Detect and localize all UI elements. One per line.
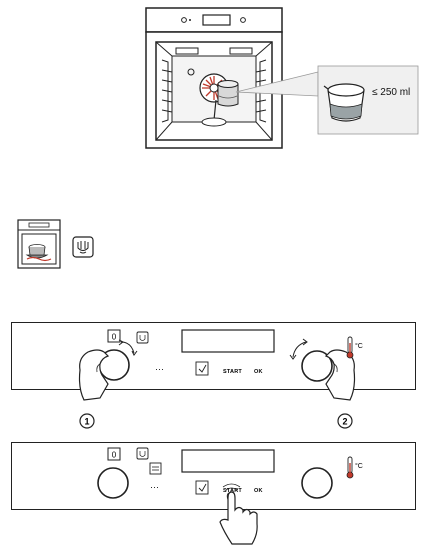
oven-control-band [145, 7, 283, 33]
right-knob[interactable] [301, 350, 333, 382]
temp-unit-label: °C [355, 462, 363, 470]
panel-1-display [181, 329, 275, 353]
step-2-label: 2 [342, 417, 347, 427]
thermometer-icon [346, 456, 354, 479]
oven-knob-right [240, 17, 246, 23]
zero-button[interactable] [107, 447, 121, 461]
oven-mode-icon[interactable] [149, 462, 162, 475]
left-knob[interactable] [97, 467, 129, 499]
start-button[interactable]: START [223, 488, 242, 494]
confirm-icon[interactable] [195, 480, 209, 495]
panel-1-graphics: 0 ··· START OK °C 1 2 [78, 329, 363, 429]
left-shelf-rack [161, 59, 173, 123]
step-1-label: 1 [84, 417, 89, 427]
water-inlet [201, 117, 227, 127]
temp-unit-label: °C [355, 342, 363, 350]
hand-on-right-knob-icon [324, 349, 356, 401]
start-button[interactable]: START [223, 369, 242, 375]
confirm-icon[interactable] [195, 361, 209, 376]
oven-indicator [189, 19, 191, 21]
oven-icon [17, 219, 61, 269]
touch-hand-icon [219, 483, 258, 545]
more-options-dots[interactable]: ··· [155, 364, 164, 374]
panel-2-display [181, 449, 275, 473]
oven-knob-left [181, 17, 187, 23]
steam-function-small-icon[interactable] [136, 331, 149, 344]
step-2-badge [337, 413, 353, 429]
right-knob[interactable] [301, 467, 333, 499]
pot-in-oven-icon [217, 80, 239, 107]
zero-button-label: 0 [112, 333, 117, 342]
step-1-badge [79, 413, 95, 429]
zero-button[interactable] [107, 329, 121, 343]
steam-function-small-icon[interactable] [136, 447, 149, 460]
zero-button-label: 0 [112, 451, 117, 460]
hand-on-left-knob-icon [78, 349, 110, 401]
steam-function-icon[interactable] [72, 236, 94, 258]
rotate-arrow-right [292, 341, 307, 358]
oven-water-figure: ≤ 250 ml [145, 7, 419, 149]
ok-button[interactable]: OK [254, 369, 263, 375]
ok-button[interactable]: OK [254, 488, 263, 494]
oven-display [202, 14, 231, 26]
panel-2-graphics: 0 ··· START OK °C [97, 447, 363, 545]
more-options-dots[interactable]: ··· [150, 482, 159, 492]
measuring-cup-icon [323, 83, 365, 122]
thermometer-icon [346, 336, 354, 359]
water-amount-label: ≤ 250 ml [372, 87, 410, 98]
